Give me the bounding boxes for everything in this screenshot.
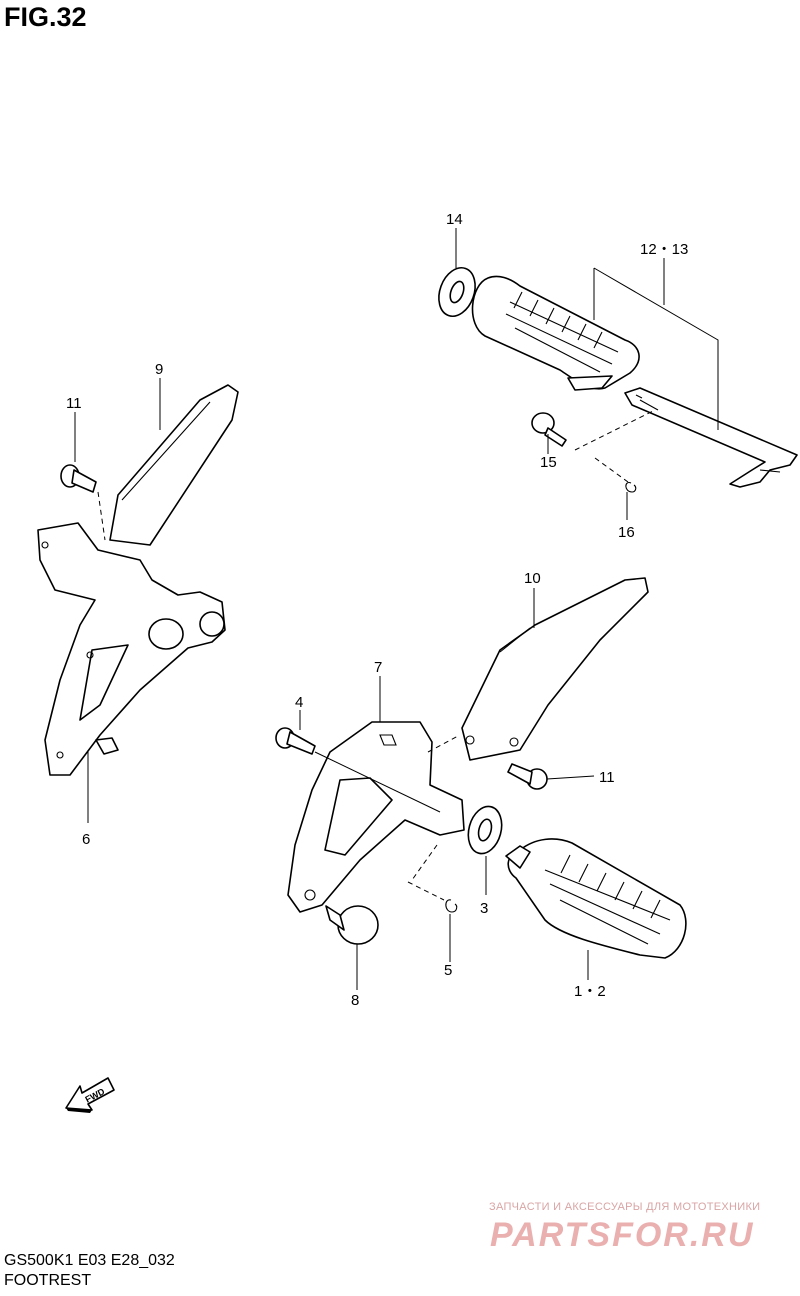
bolt-11-right: [507, 763, 548, 790]
callout-14: 14: [446, 211, 463, 228]
callout-16: 16: [618, 524, 635, 541]
figure-code: GS500K1 E03 E28_032: [4, 1252, 175, 1269]
heel-guard-9: [109, 384, 239, 546]
clip-16: [625, 481, 637, 493]
watermark-logo: PARTSFOR.RU: [490, 1216, 754, 1254]
figure-name: FOOTREST: [4, 1272, 92, 1289]
callout-8: 8: [351, 992, 359, 1009]
washer-3: [467, 805, 503, 855]
callout-11-right: 11: [599, 769, 615, 786]
right-bracket-group: [275, 577, 687, 959]
rear-footrest-group: [438, 258, 798, 493]
callout-9: 9: [155, 361, 163, 378]
callout-11-left: 11: [66, 395, 82, 412]
rear-footrest-bar: [624, 387, 798, 488]
bolt-8: [325, 905, 379, 945]
callout-6: 6: [82, 831, 90, 848]
fwd-arrow-icon: FWD: [65, 1077, 115, 1113]
leader-lines: [74, 228, 628, 990]
callout-10: 10: [524, 570, 541, 587]
callout-1-2: 1・2: [574, 983, 606, 1000]
heel-guard-10: [461, 577, 649, 761]
callout-12-13: 12・13: [640, 241, 688, 258]
left-bracket-group: [37, 384, 239, 776]
footrest-bracket-7: [287, 721, 465, 913]
footrest-bracket-6: [37, 522, 226, 776]
footrest-1-2: [505, 838, 687, 959]
clip-5: [445, 899, 458, 913]
watermark-logo-text: PARTSFOR.RU: [490, 1216, 754, 1254]
callout-4: 4: [295, 694, 303, 711]
bolt-11-left: [60, 464, 97, 493]
watermark-caption: ЗАПЧАСТИ И АКСЕССУАРЫ ДЛЯ МОТОТЕХНИКИ: [489, 1201, 761, 1213]
bolt-15: [531, 412, 567, 447]
callout-3: 3: [480, 900, 488, 917]
figure-number: FIG.32: [4, 2, 87, 32]
callout-7: 7: [374, 659, 382, 676]
pin-4: [275, 727, 316, 755]
footrest-rubber-12-13: [471, 275, 640, 391]
callout-5: 5: [444, 962, 452, 979]
callout-15: 15: [540, 454, 557, 471]
